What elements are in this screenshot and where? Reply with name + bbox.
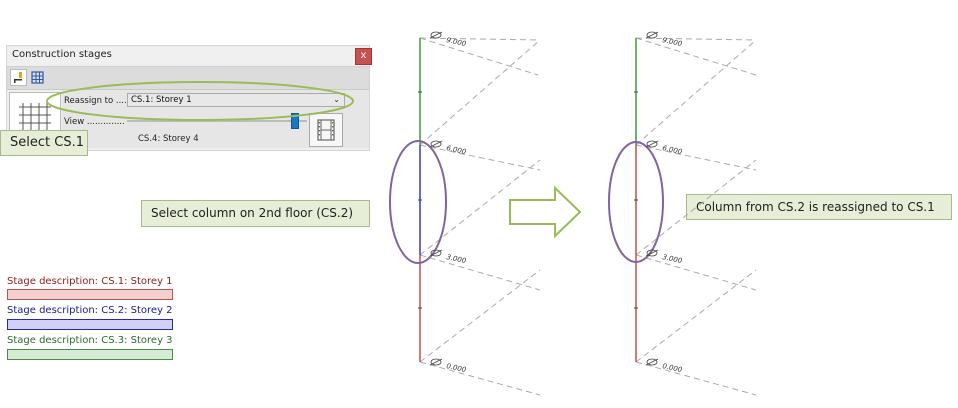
note-select-cs: Select CS.1 <box>0 130 88 156</box>
legend-label-cs1: Stage description: CS.1: Storey 1 <box>7 276 173 287</box>
chevron-down-icon: ⌄ <box>333 95 340 104</box>
film-strip-icon[interactable] <box>309 113 343 147</box>
panel-toolbar <box>7 66 369 90</box>
close-button[interactable]: x <box>355 48 372 65</box>
note-select-column: Select column on 2nd floor (CS.2) <box>141 200 370 227</box>
right-highlight-ellipse <box>608 141 664 263</box>
legend-bar-cs2 <box>7 319 173 330</box>
right-level-marker-icon <box>645 31 659 366</box>
legend-label-cs2: Stage description: CS.2: Storey 2 <box>7 305 173 316</box>
stage-grid-icon[interactable] <box>29 69 46 86</box>
legend-bar-cs3 <box>7 349 173 360</box>
right-level-6: 6.000 <box>662 144 684 156</box>
view-label: View .............. <box>64 117 125 127</box>
legend-bar-cs1 <box>7 289 173 300</box>
panel-title: Construction stages <box>12 49 112 60</box>
left-highlight-ellipse <box>389 140 447 264</box>
left-level-6: 6.000 <box>446 144 468 156</box>
reassign-label: Reassign to .... <box>64 96 127 106</box>
stage-edit-icon[interactable] <box>10 69 27 86</box>
view-stage-value: CS.4: Storey 4 <box>138 134 199 144</box>
left-level-marker-icon <box>429 31 443 366</box>
right-level-0: 0.000 <box>662 362 684 374</box>
legend-label-cs3: Stage description: CS.3: Storey 3 <box>7 335 173 346</box>
note-result: Column from CS.2 is reassigned to CS.1 <box>686 194 952 220</box>
select-ellipse <box>46 81 354 121</box>
left-level-0: 0.000 <box>446 362 468 374</box>
right-structure <box>635 37 757 396</box>
left-level-9: 9.000 <box>446 36 468 48</box>
right-arrow-icon <box>509 185 582 239</box>
reassign-select[interactable]: CS.1: Storey 1 ⌄ <box>127 93 345 107</box>
view-slider-track[interactable] <box>127 120 307 122</box>
view-slider-thumb[interactable] <box>291 113 299 129</box>
reassign-value: CS.1: Storey 1 <box>131 95 192 105</box>
